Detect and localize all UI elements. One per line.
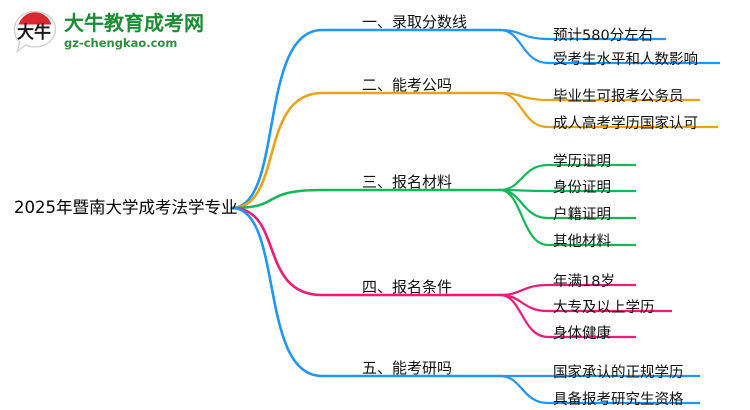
branch-curve	[230, 206, 502, 297]
branch-node-label: 五、能考研吗	[362, 359, 453, 377]
leaf-node-label: 身体健康	[553, 326, 611, 342]
logo-mark-icon: 大牛	[13, 10, 57, 54]
leaf-connector-curve	[498, 283, 550, 297]
leaf-node-label: 国家承认的正规学历	[553, 365, 684, 381]
leaf-node-label: 预计580分左右	[553, 28, 654, 44]
svg-text:大牛: 大牛	[17, 22, 51, 43]
leaf-node-label: 大专及以上学历	[553, 300, 655, 316]
branch-node-label: 三、报名材料	[362, 173, 453, 191]
root-node-label: 2025年暨南大学成考法学专业	[14, 198, 238, 217]
leaf-connector-curve	[498, 28, 550, 65]
leaf-connector-curve	[498, 293, 550, 339]
leaf-node-label: 学历证明	[553, 154, 611, 170]
branch-node-label: 四、报名条件	[362, 278, 453, 296]
branch-curve	[230, 188, 502, 210]
leaf-node-label: 毕业生可报考公务员	[553, 89, 684, 105]
logo-text-block: 大牛教育成考网 gz-chengkao.com	[64, 11, 204, 50]
branch-curve	[230, 91, 502, 210]
site-logo: 大牛 大牛教育成考网 gz-chengkao.com	[12, 8, 204, 56]
branch-curve	[230, 28, 502, 210]
logo-title: 大牛教育成考网	[64, 11, 204, 35]
branch-node-label: 一、录取分数线	[362, 13, 468, 31]
leaf-node-label: 户籍证明	[553, 207, 611, 223]
leaf-connector-curve	[498, 188, 550, 247]
leaf-connector-curve	[498, 188, 550, 220]
leaf-connector-curve	[498, 91, 550, 129]
leaf-node-label: 年满18岁	[553, 274, 615, 290]
leaf-node-label: 其他材料	[553, 234, 611, 250]
leaf-node-label: 身份证明	[553, 180, 611, 196]
logo-subtitle: gz-chengkao.com	[64, 36, 178, 50]
leaf-connector-curve	[498, 374, 550, 405]
branch-curve	[230, 206, 502, 378]
leaf-node-label: 受考生水平和人数影响	[553, 52, 698, 68]
leaf-node-label: 具备报考研究生资格	[553, 392, 684, 408]
leaf-node-label: 成人高考学历国家认可	[553, 116, 698, 132]
branch-node-label: 二、能考公吗	[362, 76, 453, 94]
leaf-connector-curve	[498, 163, 550, 192]
